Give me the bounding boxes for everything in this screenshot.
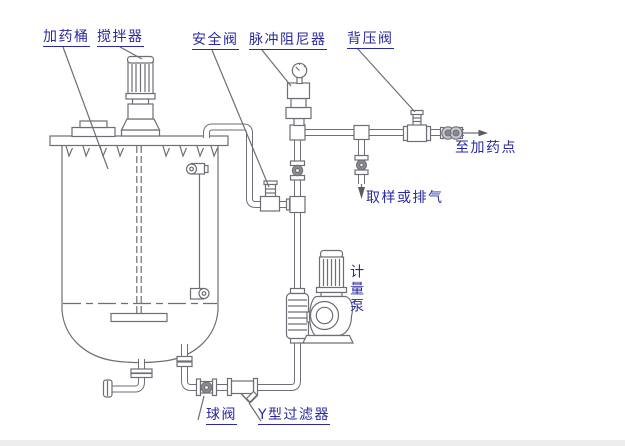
label-sampling-or-vent: 取样或排气 bbox=[366, 190, 444, 206]
flow-arrow-to-dosing-point bbox=[463, 129, 488, 137]
leader-lines bbox=[62, 46, 416, 422]
ball-valve-icon bbox=[195, 378, 218, 397]
label-dosing-tank: 加药桶 bbox=[43, 29, 90, 48]
metering-pump-drawing bbox=[302, 249, 354, 344]
agitator-shaft-drawing bbox=[110, 146, 168, 323]
label-pulse-dampener: 脉冲阻尼器 bbox=[249, 32, 327, 51]
label-y-strainer: Y型过滤器 bbox=[258, 407, 331, 426]
flow-arrow-sampling bbox=[358, 184, 365, 199]
sampling-valve-icon bbox=[354, 154, 369, 176]
pulse-dampener-drawing bbox=[285, 82, 312, 127]
label-ball-valve: 球阀 bbox=[206, 407, 237, 426]
y-strainer-icon bbox=[226, 377, 259, 404]
motor-ribs bbox=[131, 64, 150, 92]
safety-valve-icon bbox=[259, 180, 281, 212]
pump-head-drawing bbox=[285, 287, 315, 344]
pressure-gauge-icon bbox=[291, 62, 308, 85]
label-to-dosing-point: 至加药点 bbox=[455, 140, 517, 156]
drain-pipe-drawing bbox=[102, 368, 153, 398]
dosing-tank-drawing bbox=[49, 120, 229, 364]
label-agitator: 搅拌器 bbox=[97, 29, 144, 48]
shutoff-valve-icon bbox=[289, 160, 306, 181]
pipe-tees bbox=[285, 124, 370, 214]
bottom-edge-strip bbox=[0, 440, 625, 446]
suction-dip-tube-drawing bbox=[185, 162, 210, 300]
label-back-pressure-valve: 背压阀 bbox=[347, 31, 394, 50]
suction-union-drawing bbox=[176, 355, 193, 368]
label-metering-pump: 计量泵 bbox=[348, 264, 365, 315]
agitator-motor-drawing bbox=[120, 55, 161, 137]
pipe-runs bbox=[112, 123, 464, 393]
label-safety-valve: 安全阀 bbox=[192, 32, 239, 51]
outlet-valve-icon bbox=[439, 126, 464, 140]
manhole-drawing bbox=[71, 120, 116, 138]
back-pressure-valve-icon bbox=[402, 109, 432, 143]
